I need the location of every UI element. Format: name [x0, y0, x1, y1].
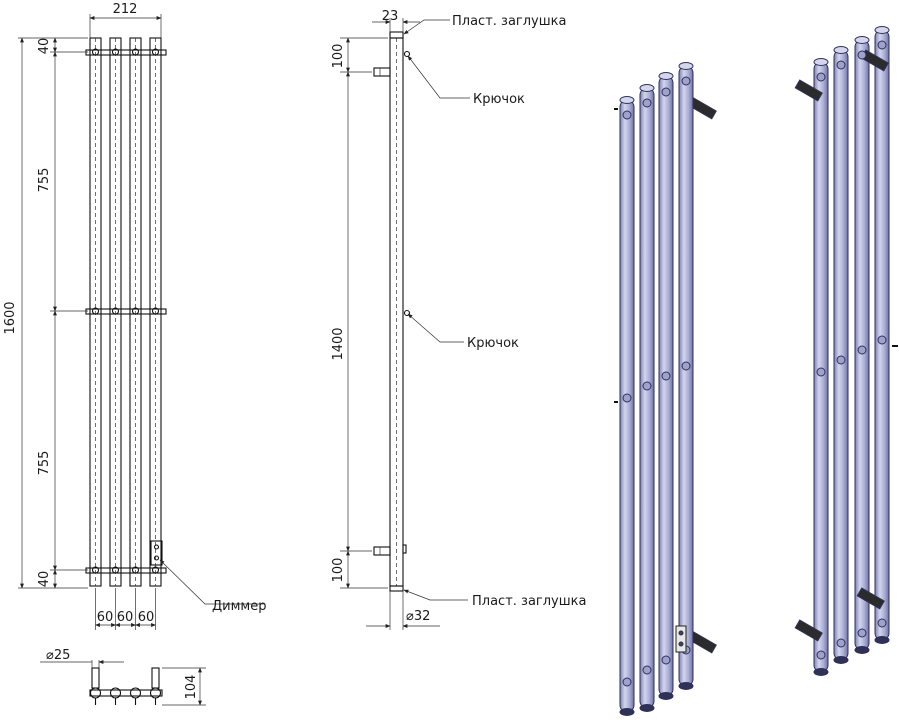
front-view: 212 1600 40 755 755 40 60 60 60 Диммер	[3, 2, 266, 630]
front-tubes	[89, 37, 162, 587]
dim-tube-diameter: ⌀25	[46, 648, 70, 663]
dim-top-offset: 40	[37, 38, 52, 55]
dim-pitch-2: 60	[117, 610, 134, 625]
callout-plug-bottom: Пласт. заглушка	[472, 594, 586, 609]
dimmer-label: Диммер	[212, 599, 266, 614]
dim-depth: 23	[382, 9, 399, 24]
dim-pipe-diameter: ⌀32	[406, 609, 430, 624]
dim-bottom-height: 104	[184, 675, 199, 700]
dim-mount-span: 1400	[331, 327, 346, 360]
dim-width: 212	[113, 2, 138, 17]
dimmer-box	[150, 540, 163, 566]
dim-span-upper: 755	[37, 168, 52, 193]
dim-pitch-3: 60	[138, 610, 155, 625]
isometric-view-rear	[794, 26, 898, 676]
side-brackets	[373, 50, 411, 556]
dim-total-height: 1600	[3, 301, 18, 334]
callout-hook-mid: Крючок	[467, 336, 519, 351]
bottom-view: ⌀25 104	[40, 648, 206, 706]
dim-span-lower: 755	[37, 451, 52, 476]
isometric-view-front	[614, 62, 717, 716]
side-view: 23 100 1400 100 ⌀32 Пласт. заглушка Крюч…	[331, 9, 586, 630]
dim-pitch-1: 60	[97, 610, 114, 625]
dim-side-bottom: 100	[331, 558, 346, 583]
callout-plug-top: Пласт. заглушка	[452, 14, 566, 29]
dim-side-top: 100	[331, 44, 346, 69]
dim-bottom-offset: 40	[37, 571, 52, 588]
callout-hook-top: Крючок	[473, 92, 525, 107]
front-crossbars	[85, 48, 167, 574]
